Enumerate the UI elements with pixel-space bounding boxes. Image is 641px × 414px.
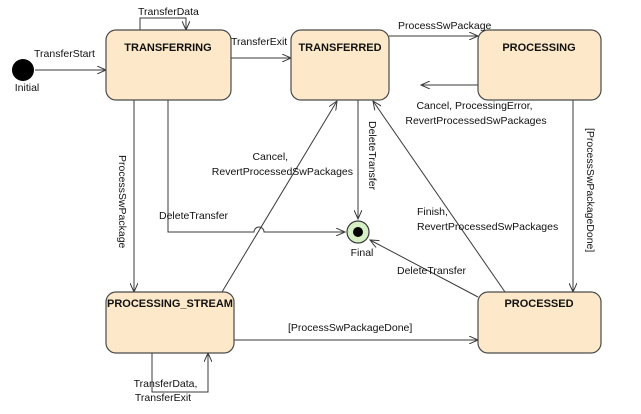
initial-node: Initial bbox=[12, 59, 39, 94]
state-label: PROCESSED bbox=[504, 298, 573, 310]
state-label: TRANSFERRING bbox=[124, 42, 211, 54]
label-line: RevertProcessedSwPackages bbox=[417, 221, 558, 233]
state-processing-stream: PROCESSING_STREAM bbox=[105, 291, 235, 354]
state-box bbox=[105, 291, 235, 354]
state-label: PROCESSING_STREAM bbox=[107, 298, 233, 310]
initial-circle bbox=[12, 59, 34, 81]
initial-label: Initial bbox=[15, 82, 40, 94]
state-box bbox=[105, 29, 232, 101]
label-transfer-data-self: TransferData bbox=[138, 6, 199, 18]
edge-cancel-from-stream bbox=[221, 101, 337, 293]
state-transferring: TRANSFERRING bbox=[105, 29, 232, 101]
state-box bbox=[290, 29, 390, 101]
label-line: RevertProcessedSwPackages bbox=[405, 115, 546, 127]
state-label: PROCESSING bbox=[502, 42, 575, 54]
state-transferred: TRANSFERRED bbox=[290, 29, 390, 101]
label-stream-self: TransferData, TransferExit bbox=[134, 378, 201, 404]
edge-transfer-data-self bbox=[139, 17, 186, 30]
label-line: Finish, bbox=[417, 206, 448, 218]
label-delete-transfer-left: DeleteTransfer bbox=[159, 210, 229, 222]
edge-delete-transfer-left bbox=[167, 100, 345, 232]
edge-labels: TransferStart TransferData TransferExit … bbox=[34, 6, 596, 404]
state-box bbox=[477, 291, 602, 354]
label-process-sw-package-left: ProcessSwPackage bbox=[116, 155, 128, 249]
label-cancel-from-stream: Cancel, RevertProcessedSwPackages bbox=[212, 151, 353, 178]
final-label: Final bbox=[351, 247, 374, 259]
edge-stream-self bbox=[151, 353, 208, 393]
state-processed: PROCESSED bbox=[477, 291, 602, 354]
edges bbox=[35, 17, 573, 393]
label-cancel-from-processing: Cancel, ProcessingError, RevertProcessed… bbox=[405, 100, 546, 127]
label-process-done-right: [ProcessSwPackageDone] bbox=[584, 128, 596, 252]
label-finish-from-processed: Finish, RevertProcessedSwPackages bbox=[417, 206, 558, 233]
label-line: Cancel, bbox=[252, 151, 288, 163]
label-line: RevertProcessedSwPackages bbox=[212, 166, 353, 178]
label-line: TransferData, bbox=[134, 378, 198, 390]
state-label: TRANSFERRED bbox=[298, 42, 381, 54]
state-box bbox=[477, 29, 602, 101]
final-inner-circle bbox=[353, 227, 363, 237]
label-process-done-bottom: [ProcessSwPackageDone] bbox=[288, 322, 412, 334]
label-transfer-exit: TransferExit bbox=[231, 36, 287, 48]
label-transfer-start: TransferStart bbox=[34, 48, 95, 60]
edge-finish-from-processed bbox=[373, 101, 506, 293]
final-node: Final bbox=[346, 220, 374, 259]
state-processing: PROCESSING bbox=[477, 29, 602, 101]
label-delete-transfer-center: DeleteTransfer bbox=[366, 121, 378, 191]
label-process-sw-package-top: ProcessSwPackage bbox=[398, 20, 492, 32]
label-line: TransferExit bbox=[135, 392, 191, 404]
edge-delete-transfer-processed bbox=[370, 240, 479, 298]
label-delete-transfer-processed: DeleteTransfer bbox=[397, 265, 467, 277]
label-line: Cancel, ProcessingError, bbox=[416, 100, 532, 112]
